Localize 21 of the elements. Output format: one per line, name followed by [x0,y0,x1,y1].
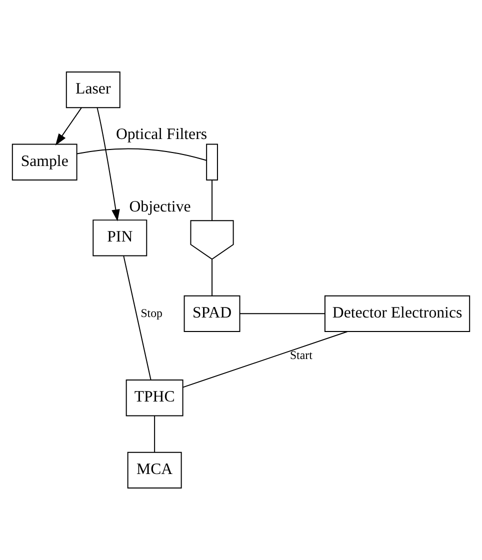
connector [212,180,213,222]
node-box: MCA [127,452,182,489]
node-box [206,144,218,180]
connector [76,148,207,161]
arrow [55,107,82,146]
connector [154,415,156,453]
node-box: Sample [12,144,78,180]
node-label: Objective [129,198,191,216]
node-label: Optical Filters [116,126,208,144]
node-box: Laser [66,71,120,108]
arrow [96,107,120,222]
node-box: PIN [92,220,148,256]
edge-label: Stop [140,306,162,320]
connector [212,258,213,296]
node-box: Detector Electronics [324,295,470,332]
connector [239,313,326,314]
connector [182,331,348,388]
connector [123,255,152,380]
node-box: SPAD [184,295,240,332]
edge-label: Start [290,348,312,362]
node-box: TPHC [126,380,184,416]
